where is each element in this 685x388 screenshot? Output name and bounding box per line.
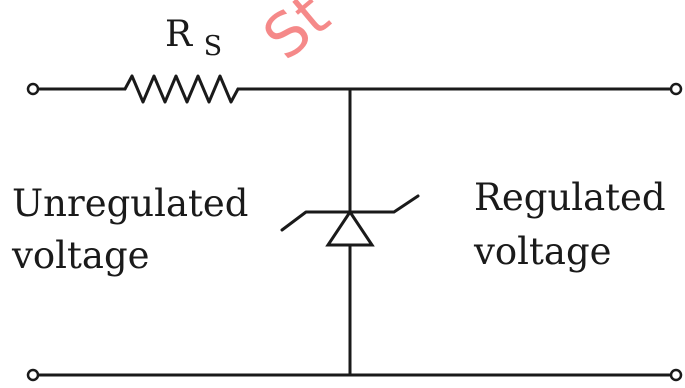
- watermark: St: [251, 0, 343, 74]
- resistor-label: R S: [165, 14, 222, 62]
- zener-diode-triangle: [325, 209, 375, 247]
- input-terminal-bottom: [26, 368, 40, 382]
- output-label-line1: Regulated: [474, 176, 666, 219]
- input-label-line2: voltage: [11, 234, 150, 277]
- output-terminal-bottom: [669, 368, 683, 382]
- resistor-label-main: R: [165, 14, 193, 55]
- zener-diode-cathode: [280, 194, 420, 232]
- input-terminal-top: [26, 82, 40, 96]
- input-label-line1: Unregulated: [12, 182, 248, 225]
- output-terminal-top: [669, 82, 683, 96]
- resistor-label-subscript: S: [204, 31, 223, 62]
- output-label-line2: voltage: [473, 230, 612, 273]
- resistor-rs: [123, 74, 240, 104]
